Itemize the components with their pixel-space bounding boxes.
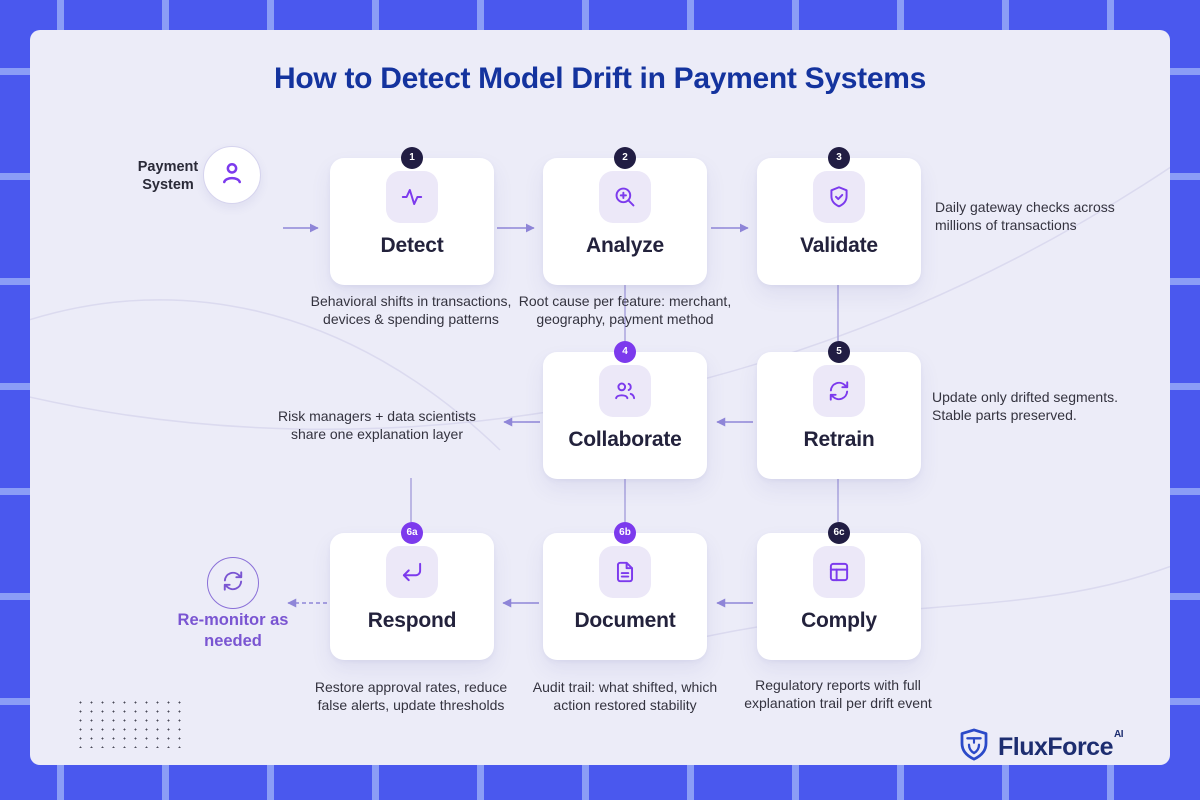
brand-name: FluxForceAI — [998, 728, 1123, 761]
validate-note: Daily gateway checks across millions of … — [935, 199, 1115, 234]
step-title: Analyze — [586, 234, 664, 257]
document-caption: Audit trail: what shifted, which action … — [532, 679, 718, 714]
step-card-respond: 6a Respond — [330, 522, 494, 660]
activity-icon — [386, 171, 438, 223]
step-title: Detect — [380, 234, 444, 257]
refresh-icon — [813, 365, 865, 417]
detect-caption: Behavioral shifts in transactions, devic… — [310, 293, 512, 328]
step-card-detect: 1 Detect — [330, 147, 494, 285]
analyze-caption: Root cause per feature: merchant, geogra… — [518, 293, 732, 328]
step-card-comply: 6c Comply — [757, 522, 921, 660]
step-title: Document — [574, 609, 676, 632]
step-title: Comply — [801, 609, 877, 632]
step-card-collaborate: 4 Collaborate — [543, 341, 707, 479]
step-badge: 6a — [401, 522, 423, 544]
zoom-in-icon — [599, 171, 651, 223]
brand-logo: FluxForceAI — [959, 728, 1124, 765]
step-card-document: 6b Document — [543, 522, 707, 660]
collaborate-note: Risk managers + data scientists share on… — [277, 408, 477, 443]
step-card-validate: 3 Validate — [757, 147, 921, 285]
layout-icon — [813, 546, 865, 598]
dot-grid-decoration — [75, 698, 187, 748]
retrain-note: Update only drifted segments. Stable par… — [932, 389, 1118, 424]
connector-lines — [30, 166, 1170, 656]
remonitor-node — [207, 557, 259, 609]
step-title: Respond — [367, 609, 457, 632]
step-badge: 3 — [828, 147, 850, 169]
step-title: Retrain — [803, 428, 875, 451]
shield-logo-icon — [959, 728, 989, 765]
step-badge: 5 — [828, 341, 850, 363]
step-badge: 4 — [614, 341, 636, 363]
step-card-analyze: 2 Analyze — [543, 147, 707, 285]
refresh-icon — [220, 568, 246, 599]
corner-down-left-icon — [386, 546, 438, 598]
step-badge: 6b — [614, 522, 636, 544]
infographic-panel: How to Detect Model Drift in Payment Sys… — [30, 30, 1170, 765]
comply-caption: Regulatory reports with full explanation… — [744, 677, 932, 712]
page-title: How to Detect Model Drift in Payment Sys… — [274, 62, 926, 95]
step-card-retrain: 5 Retrain — [757, 341, 921, 479]
remonitor-label: Re-monitor as needed — [177, 611, 289, 651]
respond-caption: Restore approval rates, reduce false ale… — [314, 679, 508, 714]
step-badge: 1 — [401, 147, 423, 169]
step-title: Validate — [800, 234, 878, 257]
payment-system-label: Payment System — [137, 159, 199, 194]
shield-check-icon — [813, 171, 865, 223]
payment-system-node — [203, 146, 261, 204]
users-icon — [599, 365, 651, 417]
file-text-icon — [599, 546, 651, 598]
brand-suffix: AI — [1114, 728, 1124, 740]
step-badge: 6c — [828, 522, 850, 544]
user-icon — [217, 158, 247, 193]
step-badge: 2 — [614, 147, 636, 169]
step-title: Collaborate — [568, 428, 682, 451]
